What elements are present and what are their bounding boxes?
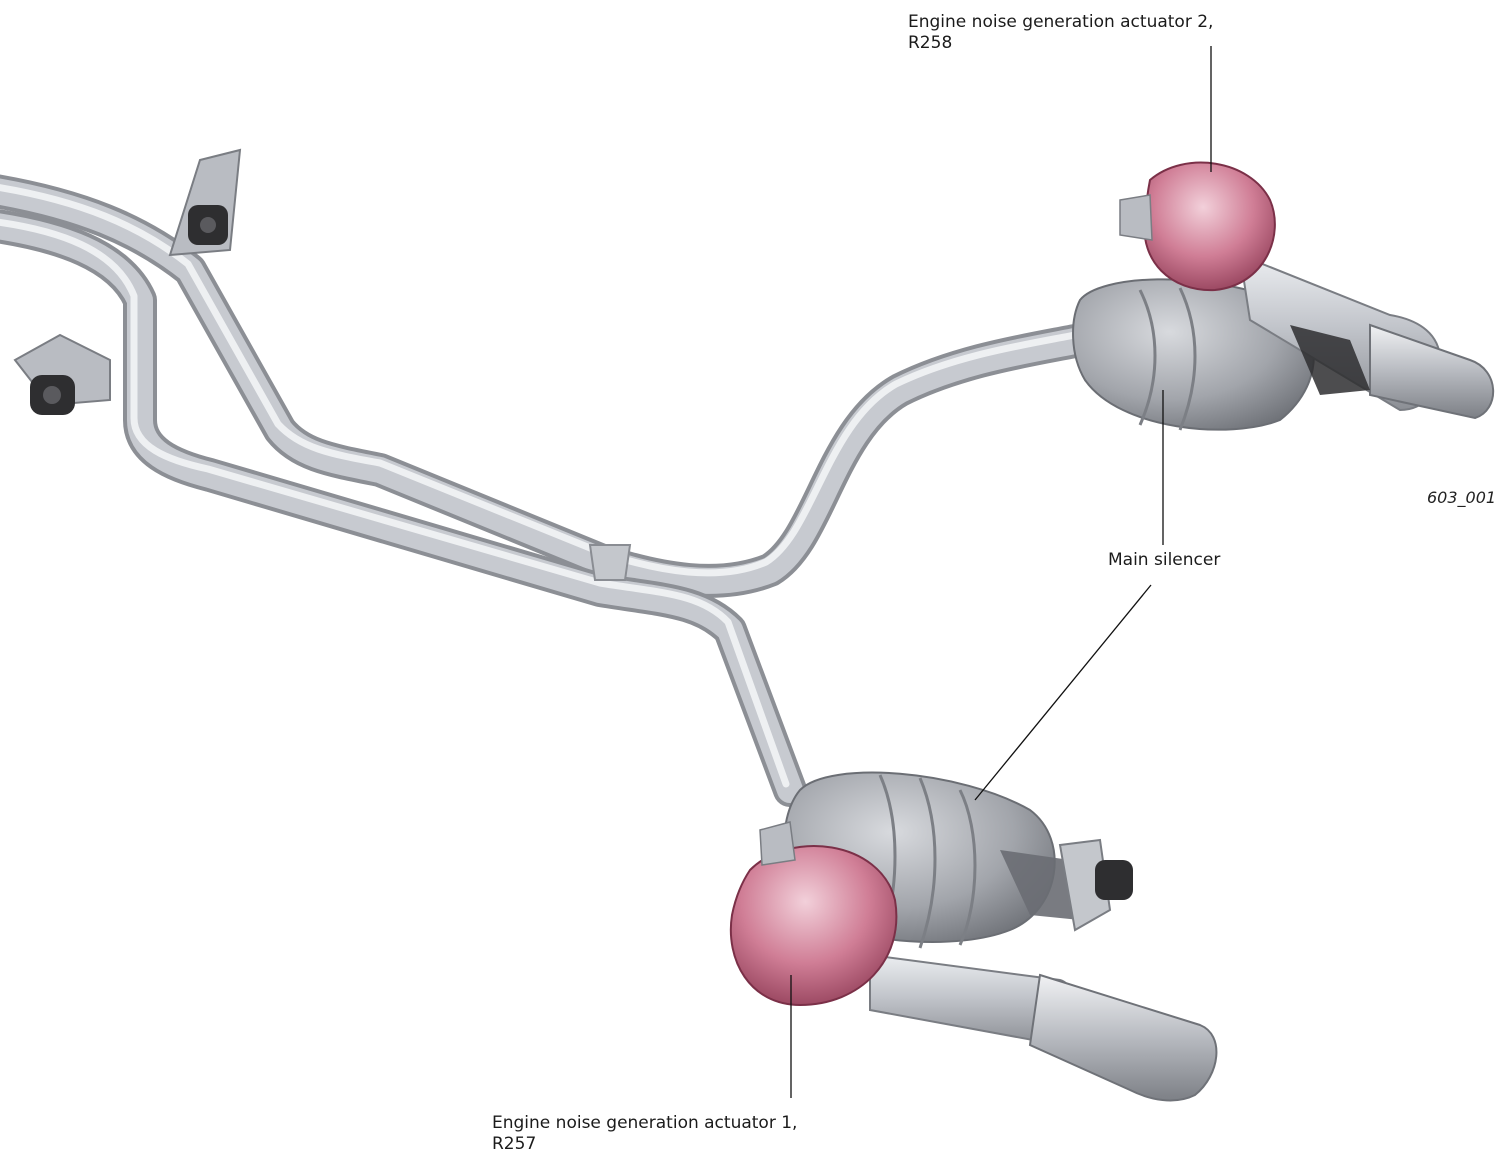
lower-pipe bbox=[0, 225, 790, 790]
callout-actuator-1-line1: Engine noise generation actuator 1, bbox=[492, 1113, 797, 1134]
leader-line-main-silencer-lower bbox=[975, 585, 1151, 800]
rear-silencer-upper bbox=[1073, 255, 1493, 430]
callout-actuator-1-line2: R257 bbox=[492, 1134, 797, 1155]
callout-actuator-2: Engine noise generation actuator 2, R258 bbox=[908, 12, 1213, 54]
front-pipe-assembly bbox=[0, 186, 1080, 790]
callout-main-silencer: Main silencer bbox=[1108, 550, 1220, 571]
actuator-r258 bbox=[1120, 163, 1275, 291]
callout-actuator-2-line2: R258 bbox=[908, 33, 1213, 54]
figure-number: 603_001 bbox=[1427, 488, 1496, 507]
left-mount-bracket bbox=[15, 335, 110, 415]
center-clamp bbox=[590, 545, 630, 580]
callout-actuator-2-line1: Engine noise generation actuator 2, bbox=[908, 12, 1213, 33]
callout-actuator-1: Engine noise generation actuator 1, R257 bbox=[492, 1113, 797, 1155]
front-mount-bracket bbox=[170, 150, 240, 255]
tail-tip-lower bbox=[1030, 975, 1216, 1100]
